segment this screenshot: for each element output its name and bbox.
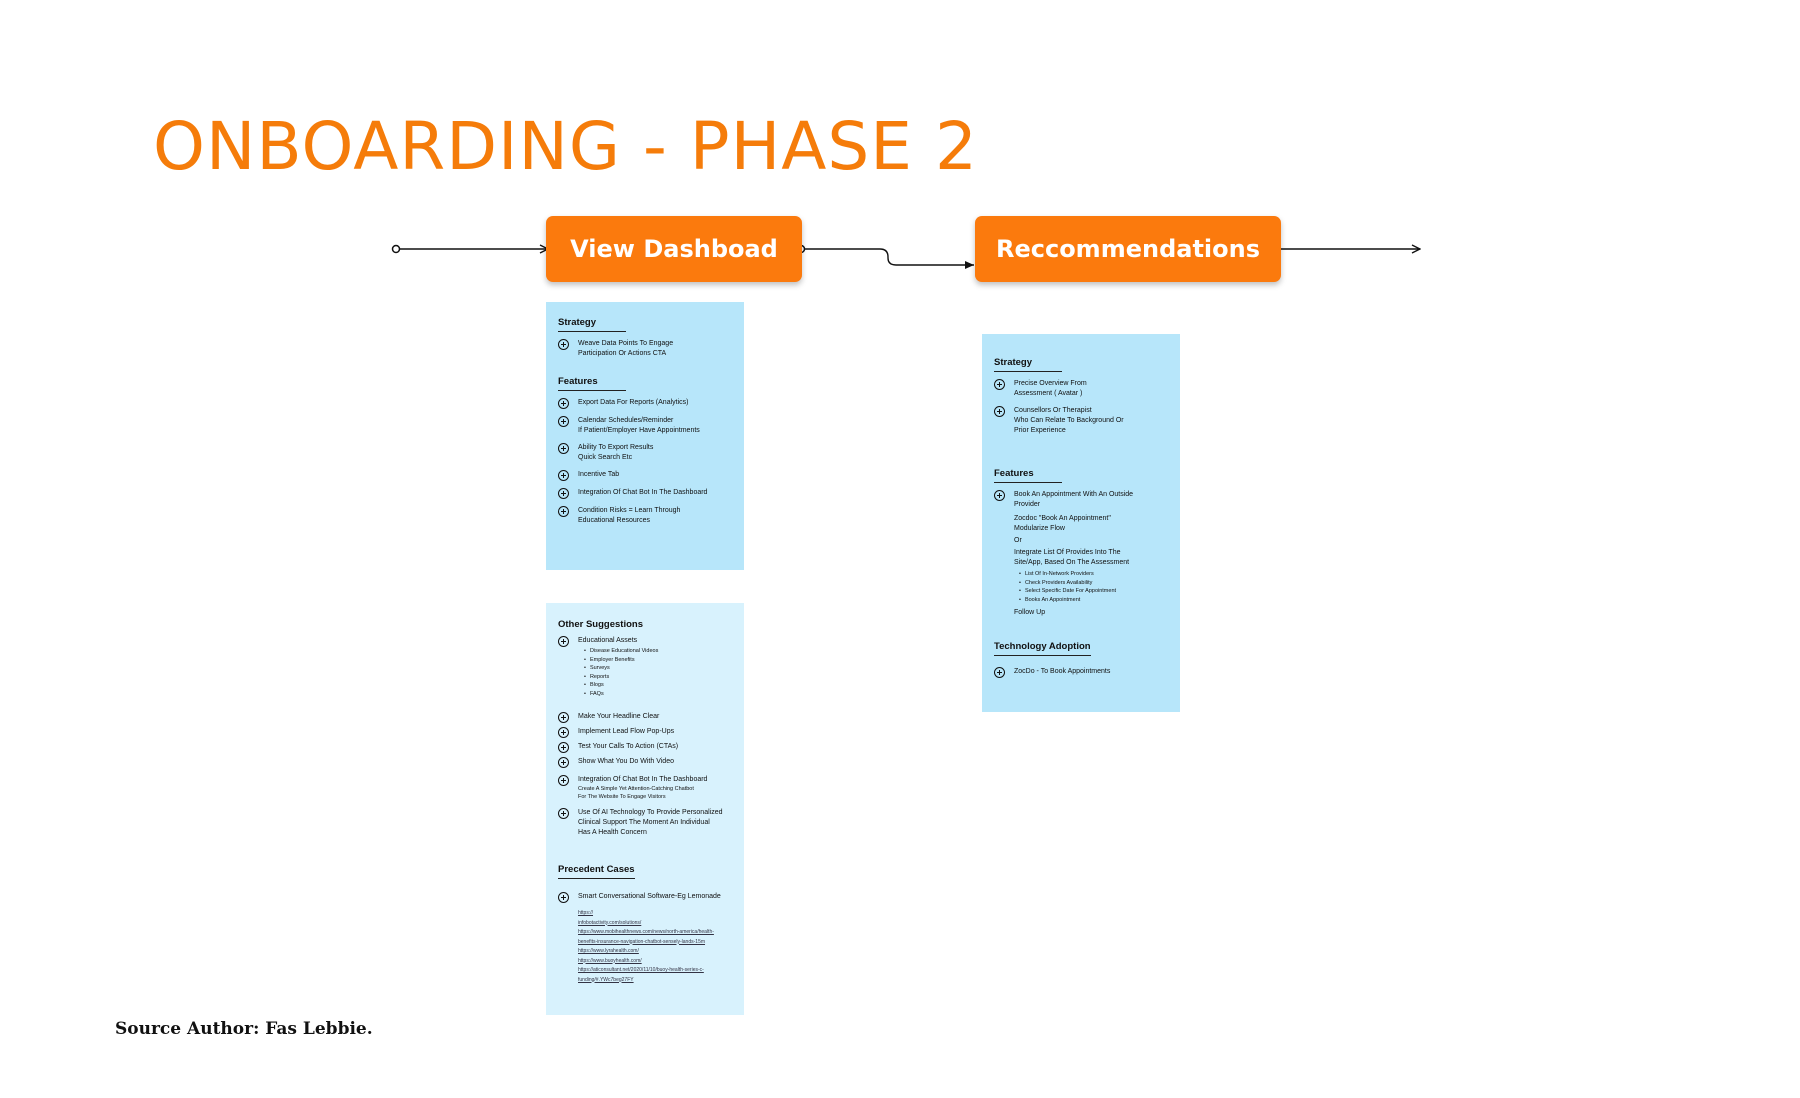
- suggestions-card: Other Suggestions Educational Assets Dis…: [546, 603, 744, 1015]
- list-item: Show What You Do With Video: [558, 757, 732, 768]
- features-heading: Features: [994, 468, 1062, 483]
- list-item: Make Your Headline Clear: [558, 712, 732, 723]
- list-item: Use Of AI Technology To Provide Personal…: [558, 808, 732, 838]
- plus-circle-icon: [558, 416, 569, 427]
- plus-circle-icon: [558, 339, 569, 350]
- features-heading: Features: [558, 376, 626, 391]
- list-item: Integration Of Chat Bot In The Dashboard…: [558, 775, 732, 801]
- link[interactable]: https://www.lyrahealth.com/: [578, 948, 639, 954]
- plus-circle-icon: [558, 892, 569, 903]
- list-item: Educational Assets Disease Educational V…: [558, 636, 732, 700]
- link[interactable]: https://: [578, 910, 594, 916]
- educational-assets-list: Disease Educational Videos Employer Bene…: [584, 647, 658, 698]
- link[interactable]: funding/#.YWc7beg27FY: [578, 976, 634, 983]
- strategy-heading: Strategy: [558, 317, 626, 332]
- plus-circle-icon: [558, 488, 569, 499]
- plus-circle-icon: [994, 667, 1005, 678]
- list-item: Weave Data Points To Engage Participatio…: [558, 339, 732, 359]
- list-item: Ability To Export Results Quick Search E…: [558, 443, 732, 463]
- list-item: Incentive Tab: [558, 470, 732, 481]
- list-item: Smart Conversational Software-Eg Lemonad…: [558, 892, 732, 903]
- other-suggestions-heading: Other Suggestions: [558, 619, 643, 630]
- list-item: Implement Lead Flow Pop-Ups: [558, 727, 732, 738]
- list-item: Book An Appointment With An Outside Prov…: [994, 490, 1168, 510]
- plus-circle-icon: [558, 742, 569, 753]
- plus-circle-icon: [558, 757, 569, 768]
- plus-circle-icon: [558, 727, 569, 738]
- strategy-heading: Strategy: [994, 357, 1062, 372]
- plus-circle-icon: [558, 398, 569, 409]
- list-item: Counsellors Or Therapist Who Can Relate …: [994, 406, 1168, 436]
- plus-circle-icon: [558, 712, 569, 723]
- plus-circle-icon: [994, 379, 1005, 390]
- plus-circle-icon: [994, 490, 1005, 501]
- recommendations-card: Strategy Precise Overview From Assessmen…: [982, 334, 1180, 712]
- list-item: Precise Overview From Assessment ( Avata…: [994, 379, 1168, 399]
- plus-circle-icon: [558, 775, 569, 786]
- link[interactable]: https://aticonsultant.net/2020/11/10/buo…: [578, 967, 704, 973]
- dashboard-to-recommendations-arrow: [805, 248, 974, 269]
- plus-circle-icon: [994, 406, 1005, 417]
- list-item: Calendar Schedules/Reminder If Patient/E…: [558, 416, 732, 436]
- dashboard-card: Strategy Weave Data Points To Engage Par…: [546, 302, 744, 570]
- plus-circle-icon: [558, 636, 569, 647]
- list-item: Integration Of Chat Bot In The Dashboard: [558, 488, 732, 499]
- zocdoc-steps-list: List Of In-Network Providers Check Provi…: [1019, 570, 1168, 604]
- plus-circle-icon: [558, 470, 569, 481]
- precedent-cases-heading: Precedent Cases: [558, 864, 635, 879]
- link[interactable]: https://www.buoyhealth.com/: [578, 957, 642, 964]
- precedent-links: https:// infobotactivity.com/solutions/ …: [578, 909, 732, 985]
- list-item: Test Your Calls To Action (CTAs): [558, 742, 732, 753]
- list-item: Export Data For Reports (Analytics): [558, 398, 732, 409]
- link[interactable]: https://www.mobihealthnews.com/news/nort…: [578, 929, 714, 935]
- view-dashboard-step: View Dashboad: [546, 216, 802, 282]
- source-credit: Source Author: Fas Lebbie.: [115, 1019, 373, 1039]
- plus-circle-icon: [558, 808, 569, 819]
- technology-adoption-heading: Technology Adoption: [994, 641, 1091, 656]
- plus-circle-icon: [558, 443, 569, 454]
- list-item: ZocDo - To Book Appointments: [994, 667, 1168, 678]
- flow-start-node: [391, 244, 401, 254]
- list-item: Condition Risks = Learn Through Educatio…: [558, 506, 732, 526]
- plus-circle-icon: [558, 506, 569, 517]
- link[interactable]: infobotactivity.com/solutions/: [578, 919, 642, 926]
- link[interactable]: benefits-insurance-navigation-chatbot-se…: [578, 938, 706, 945]
- recommendations-step: Reccommendations: [975, 216, 1281, 282]
- page-title: ONBOARDING - PHASE 2: [153, 108, 978, 185]
